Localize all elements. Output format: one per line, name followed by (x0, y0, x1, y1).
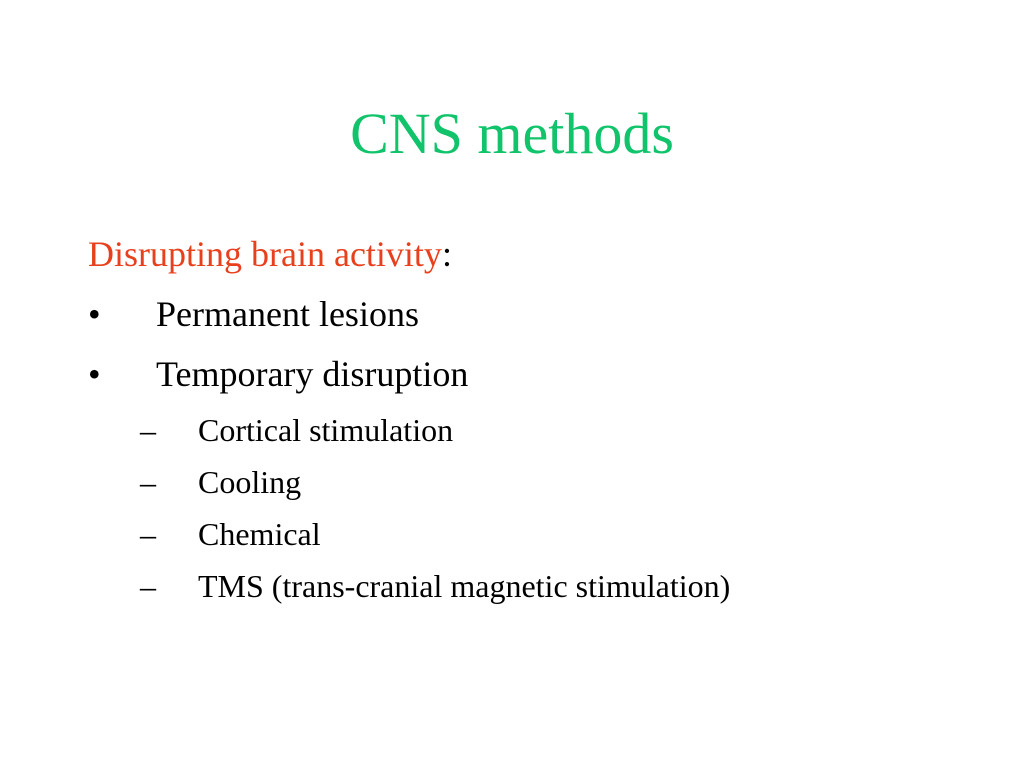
sub-bullet-text: Chemical (198, 516, 321, 552)
section-heading-colon: : (441, 234, 452, 274)
sub-bullet-marker: – (140, 516, 156, 552)
bullet-item: • Permanent lesions (88, 284, 988, 344)
sub-bullet-marker: – (140, 568, 156, 604)
sub-bullet-text: Cooling (198, 464, 302, 500)
section-heading-text: Disrupting brain activity (88, 234, 442, 274)
bullet-marker: • (88, 354, 101, 394)
bullet-text: Temporary disruption (156, 354, 469, 394)
sub-bullet-marker: – (140, 464, 156, 500)
section-heading: Disrupting brain activity: (88, 224, 988, 284)
sub-bullet-text: Cortical stimulation (198, 412, 454, 448)
sub-bullet-item: – Cortical stimulation (88, 404, 988, 456)
sub-bullet-item: – Chemical (88, 508, 988, 560)
sub-bullet-marker: – (140, 412, 156, 448)
sub-bullet-item: – Cooling (88, 456, 988, 508)
sub-bullet-item: – TMS (trans-cranial magnetic stimulatio… (88, 560, 988, 612)
sub-bullet-text: TMS (trans-cranial magnetic stimulation) (198, 568, 731, 604)
bullet-marker: • (88, 294, 101, 334)
slide-body: Disrupting brain activity: • Permanent l… (88, 224, 988, 612)
bullet-item: • Temporary disruption (88, 344, 988, 404)
bullet-text: Permanent lesions (156, 294, 419, 334)
slide-title: CNS methods (350, 101, 674, 166)
